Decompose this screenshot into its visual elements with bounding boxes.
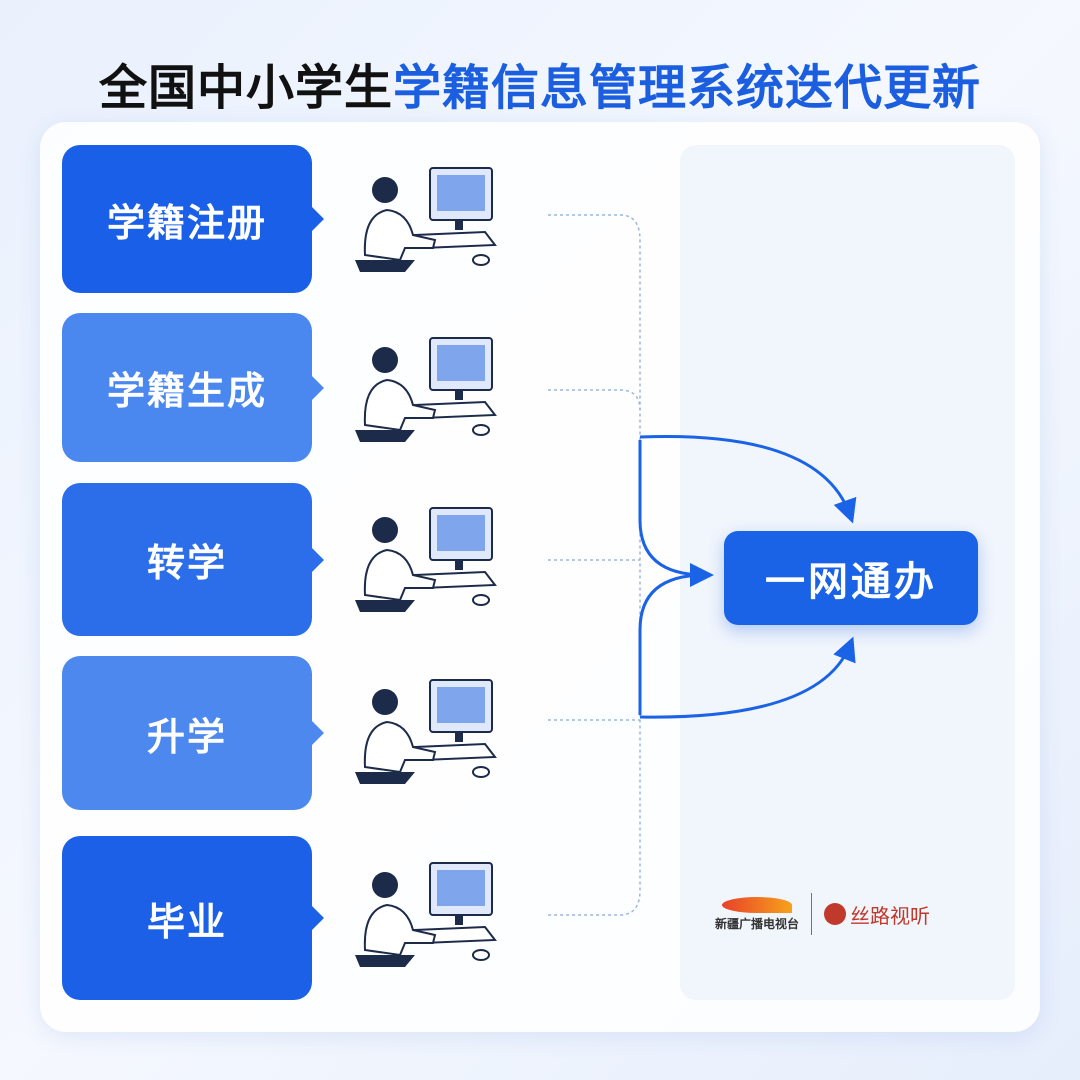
step-generation: 学籍生成 — [62, 313, 324, 462]
silk-road-logo: 丝路视听 — [824, 900, 930, 929]
person-at-computer-illustration — [345, 330, 515, 450]
step-transfer: 转学 — [62, 483, 324, 636]
page-title: 全国中小学生学籍信息管理系统迭代更新 — [98, 60, 982, 116]
step-registration: 学籍注册 — [62, 145, 324, 293]
broadcaster-logos: 新疆广播电视台 丝路视听 — [715, 893, 930, 935]
person-at-computer-illustration — [345, 500, 515, 620]
person-at-computer-illustration — [345, 160, 515, 280]
one-stop-service-box: 一网通办 — [724, 531, 978, 625]
person-at-computer-illustration — [345, 672, 515, 792]
step-graduation: 毕业 — [62, 836, 324, 1000]
person-at-computer-illustration — [345, 855, 515, 975]
xinjiang-tv-logo: 新疆广播电视台 — [715, 896, 799, 932]
step-promotion: 升学 — [62, 656, 324, 810]
